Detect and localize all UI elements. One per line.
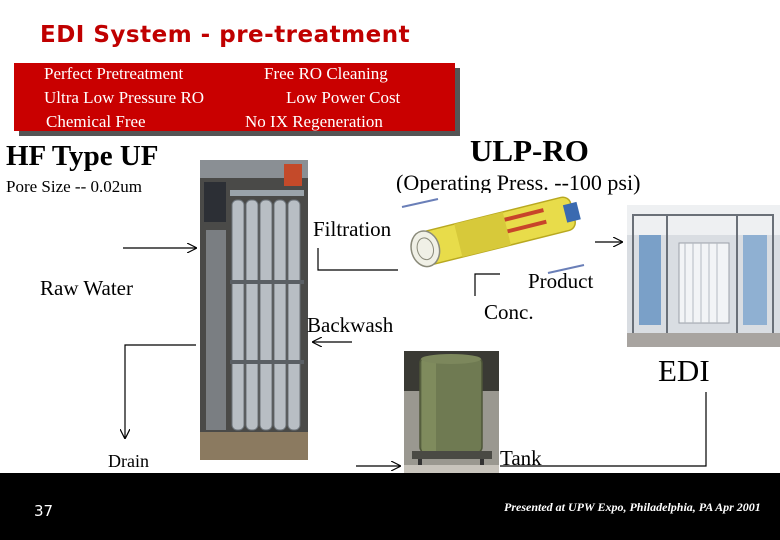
drain-label: Drain <box>108 451 149 471</box>
banner-row3-right: No IX Regeneration <box>245 112 383 131</box>
footer-bar <box>0 473 780 540</box>
raw-water-label: Raw Water <box>40 276 133 300</box>
backwash-label: Backwash <box>307 313 394 337</box>
banner-row1-left: Perfect Pretreatment <box>44 64 184 83</box>
banner-row3-left: Chemical Free <box>46 112 146 131</box>
drain-arrow <box>125 344 196 438</box>
ro-membrane-photo <box>398 193 588 278</box>
ro-operating-pressure: (Operating Press. --100 psi) <box>396 170 641 195</box>
edi-label: EDI <box>658 353 710 388</box>
feature-banner: Perfect Pretreatment Free RO Cleaning Ul… <box>14 63 455 131</box>
tank-to-edi-line <box>500 392 707 467</box>
filtration-label: Filtration <box>313 217 392 241</box>
filtration-arrow <box>317 248 398 271</box>
product-label: Product <box>528 269 594 293</box>
presented-note: Presented at UPW Expo, Philadelphia, PA … <box>504 500 761 514</box>
conc-line <box>474 273 500 296</box>
edi-unit-photo <box>627 205 780 347</box>
tank-photo <box>404 351 499 473</box>
conc-label: Conc. <box>484 300 534 324</box>
banner-row2-right: Low Power Cost <box>286 88 401 107</box>
banner-row1-right: Free RO Cleaning <box>264 64 388 83</box>
banner-row2-left: Ultra Low Pressure RO <box>44 88 205 107</box>
slide-title: EDI System - pre-treatment <box>40 22 411 48</box>
tank-label: Tank <box>500 446 542 470</box>
uf-pore-size: Pore Size -- 0.02um <box>6 177 142 196</box>
uf-title: HF Type UF <box>6 140 159 172</box>
page-number: 37 <box>34 502 54 520</box>
ro-title: ULP-RO <box>470 133 589 168</box>
uf-unit-photo <box>200 160 308 460</box>
